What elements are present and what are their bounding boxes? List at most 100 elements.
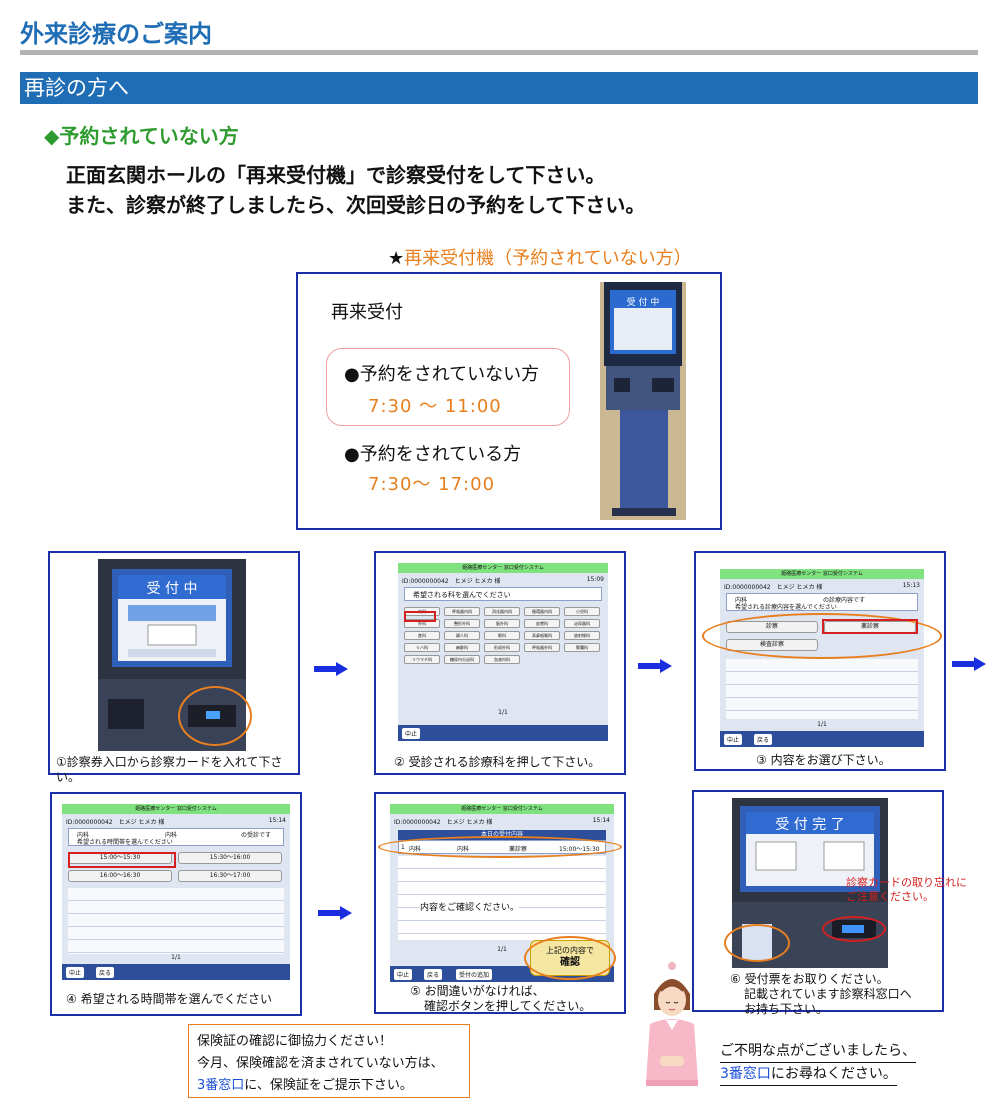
department-grid: 内科呼吸器内科消化器内科循環器内科小児科外科整形外科脳外科皮膚科泌尿器科産科婦人… bbox=[404, 607, 602, 667]
department-button[interactable]: 循環器内科 bbox=[524, 607, 560, 616]
department-button[interactable]: 産科 bbox=[404, 631, 440, 640]
screen-header-bar bbox=[720, 569, 924, 579]
machine-box-title: 再来受付 bbox=[331, 302, 403, 323]
department-button[interactable]: 形成外科 bbox=[484, 643, 520, 652]
add-reception-button[interactable]: 受付の追加 bbox=[456, 969, 493, 980]
arrow-right-icon bbox=[952, 657, 986, 671]
ticket-highlight bbox=[724, 924, 790, 962]
back-button[interactable]: 戻る bbox=[96, 967, 115, 978]
svg-text:受 付 中: 受 付 中 bbox=[627, 296, 660, 308]
department-button[interactable]: リウマチ科 bbox=[404, 655, 440, 664]
department-button[interactable]: 婦人科 bbox=[444, 631, 480, 640]
nurse-illustration bbox=[646, 962, 698, 1086]
insurance-line-3: 3番窓口に、保険証をご提示下さい。 bbox=[197, 1075, 461, 1097]
time-slot-4[interactable]: 16:30～17:00 bbox=[178, 870, 282, 882]
window-3-link: 3番窓口 bbox=[197, 1078, 245, 1093]
card-warning: 診察カードの取り忘れに ご注意ください。 bbox=[846, 876, 967, 904]
department-button[interactable]: 眼科 bbox=[484, 631, 520, 640]
reservation-time: 7:30～ 17:00 bbox=[368, 474, 496, 495]
back-button[interactable]: 戻る bbox=[424, 969, 443, 980]
back-button[interactable]: 戻る bbox=[754, 734, 773, 745]
svg-text:受 付 完 了: 受 付 完 了 bbox=[775, 817, 844, 833]
screen-time: 15:14 bbox=[268, 817, 286, 824]
screen-header-bar bbox=[398, 563, 608, 573]
star-icon: ★ bbox=[388, 248, 405, 269]
step-4-screen: 姫路医療センター 窓口受付システム ID:0000000042 ヒメジ ヒメカ … bbox=[62, 804, 290, 980]
screen-header: 姫路医療センター 窓口受付システム bbox=[462, 565, 544, 571]
prompt-text: 希望される時間帯を選んでください bbox=[77, 839, 173, 846]
cancel-button[interactable]: 中止 bbox=[724, 734, 743, 745]
card-warning-line-1: 診察カードの取り忘れに bbox=[846, 876, 967, 889]
step-4-caption: ④ 希望される時間帯を選んでください bbox=[66, 992, 272, 1006]
cancel-button[interactable]: 中止 bbox=[402, 728, 421, 739]
insurance-line-2: 今月、保険確認を済まされていない方は、 bbox=[197, 1056, 444, 1071]
cancel-button[interactable]: 中止 bbox=[66, 967, 85, 978]
row-highlight bbox=[378, 836, 622, 858]
contact-line-1: ご不明な点がございましたら、 bbox=[720, 1040, 916, 1063]
department-button[interactable]: 泌尿器科 bbox=[564, 619, 600, 628]
step-6-caption-line-1: ⑥ 受付票をお取りください。 bbox=[730, 972, 889, 986]
step-5-caption: ⑤ お間違いがなければ、 確認ボタンを押してください。 bbox=[410, 984, 591, 1014]
step-6-caption-line-3: お持ち下さい。 bbox=[744, 1002, 829, 1016]
step-6-caption: ⑥ 受付票をお取りください。 記載されています診察科窓口へ お持ち下さい。 bbox=[730, 972, 912, 1017]
arrow-right-icon bbox=[314, 662, 348, 676]
step-4-panel: 姫路医療センター 窓口受付システム ID:0000000042 ヒメジ ヒメカ … bbox=[50, 792, 302, 1016]
selection-highlight bbox=[68, 852, 176, 868]
screen-prompt-box: 内科 の診療内容です 希望される診療内容を選んでください bbox=[726, 593, 918, 611]
machine-info-box: 再来受付 ●予約をされていない方 7:30 ～ 11:00 ●予約をされている方… bbox=[296, 272, 722, 530]
cancel-button[interactable]: 中止 bbox=[394, 969, 413, 980]
prompt-text: 希望される診療内容を選んでください bbox=[735, 604, 837, 611]
time-slot-2[interactable]: 15:30～16:00 bbox=[178, 852, 282, 864]
time-slot-3[interactable]: 16:00～16:30 bbox=[68, 870, 172, 882]
dept-name-2: 内科 bbox=[165, 832, 178, 839]
no-reservation-label: ●予約をされていない方 bbox=[344, 364, 540, 385]
step-5-caption-line-2: 確認ボタンを押してください。 bbox=[424, 999, 592, 1013]
screen-time: 15:13 bbox=[902, 582, 920, 589]
options-highlight bbox=[702, 613, 942, 659]
insurance-notice: 保険証の確認に御協力ください！ 今月、保険確認を済まされていない方は、 3番窓口… bbox=[188, 1024, 470, 1098]
step-5-caption-line-1: ⑤ お間違いがなければ、 bbox=[410, 984, 545, 998]
screen-footer: 中止 戻る bbox=[720, 731, 924, 747]
card-warning-line-2: ご注意ください。 bbox=[846, 890, 934, 903]
department-button[interactable]: 耳鼻咽喉科 bbox=[524, 631, 560, 640]
department-button[interactable]: 外科 bbox=[404, 619, 440, 628]
department-button[interactable]: 血液内科 bbox=[484, 655, 520, 664]
department-button[interactable]: 放射線科 bbox=[564, 631, 600, 640]
prompt-suffix: の受診です bbox=[241, 832, 272, 839]
page-indicator: 1/1 bbox=[817, 721, 827, 728]
department-button[interactable]: 小児科 bbox=[564, 607, 600, 616]
kiosk-photo: 受 付 中 bbox=[600, 282, 686, 520]
screen-header-bar bbox=[390, 804, 614, 814]
department-button[interactable]: 麻酔科 bbox=[444, 643, 480, 652]
step-3-panel: 姫路医療センター 窓口受付システム ID:0000000042 ヒメジ ヒメカ … bbox=[694, 551, 946, 771]
department-button[interactable]: 消化器内科 bbox=[484, 607, 520, 616]
screen-header-bar bbox=[62, 804, 290, 814]
step-3-caption: ③ 内容をお選び下さい。 bbox=[756, 753, 891, 767]
department-button[interactable]: 呼吸器内科 bbox=[444, 607, 480, 616]
screen-header: 姫路医療センター 窓口受付システム bbox=[461, 806, 543, 812]
patient-id: ID:0000000042 ヒメジ ヒメカ 様 bbox=[66, 819, 165, 826]
step-1-caption: ①診察券入口から診察カードを入れて下さい。 bbox=[56, 755, 283, 784]
arrow-right-icon bbox=[638, 659, 672, 673]
department-button[interactable]: 腎臓科 bbox=[564, 643, 600, 652]
svg-text:受 付 中: 受 付 中 bbox=[147, 581, 198, 597]
patient-id: ID:0000000042 ヒメジ ヒメカ 様 bbox=[402, 578, 501, 585]
department-button[interactable]: 皮膚科 bbox=[524, 619, 560, 628]
department-button[interactable]: 糖尿内分泌科 bbox=[444, 655, 480, 664]
card-slot-highlight bbox=[178, 686, 252, 746]
window-3-link: 3番窓口 bbox=[720, 1066, 771, 1082]
department-button[interactable]: 整形外科 bbox=[444, 619, 480, 628]
step-2-caption: ② 受診される診療科を押して下さい。 bbox=[394, 755, 601, 769]
prompt-suffix: の診療内容です bbox=[823, 597, 866, 604]
highlight-frame bbox=[326, 348, 570, 426]
step-6-panel: 受 付 完 了 ⑥ 受付票をお取りください。 記載されています診察科窓口へ お持… bbox=[692, 790, 944, 1016]
empty-rows bbox=[398, 856, 606, 940]
department-button[interactable]: リハ科 bbox=[404, 643, 440, 652]
screen-prompt-box: 内科 内科 の受診です 希望される時間帯を選んでください bbox=[68, 828, 284, 846]
insurance-line-1: 保険証の確認に御協力ください！ bbox=[197, 1034, 393, 1049]
department-button[interactable]: 脳外科 bbox=[484, 619, 520, 628]
contact-line-2: 3番窓口にお尋ねください。 bbox=[720, 1063, 897, 1086]
page-title: 外来診療のご案内 bbox=[20, 20, 212, 48]
page-indicator: 1/1 bbox=[497, 946, 507, 953]
department-button[interactable]: 呼吸器外科 bbox=[524, 643, 560, 652]
